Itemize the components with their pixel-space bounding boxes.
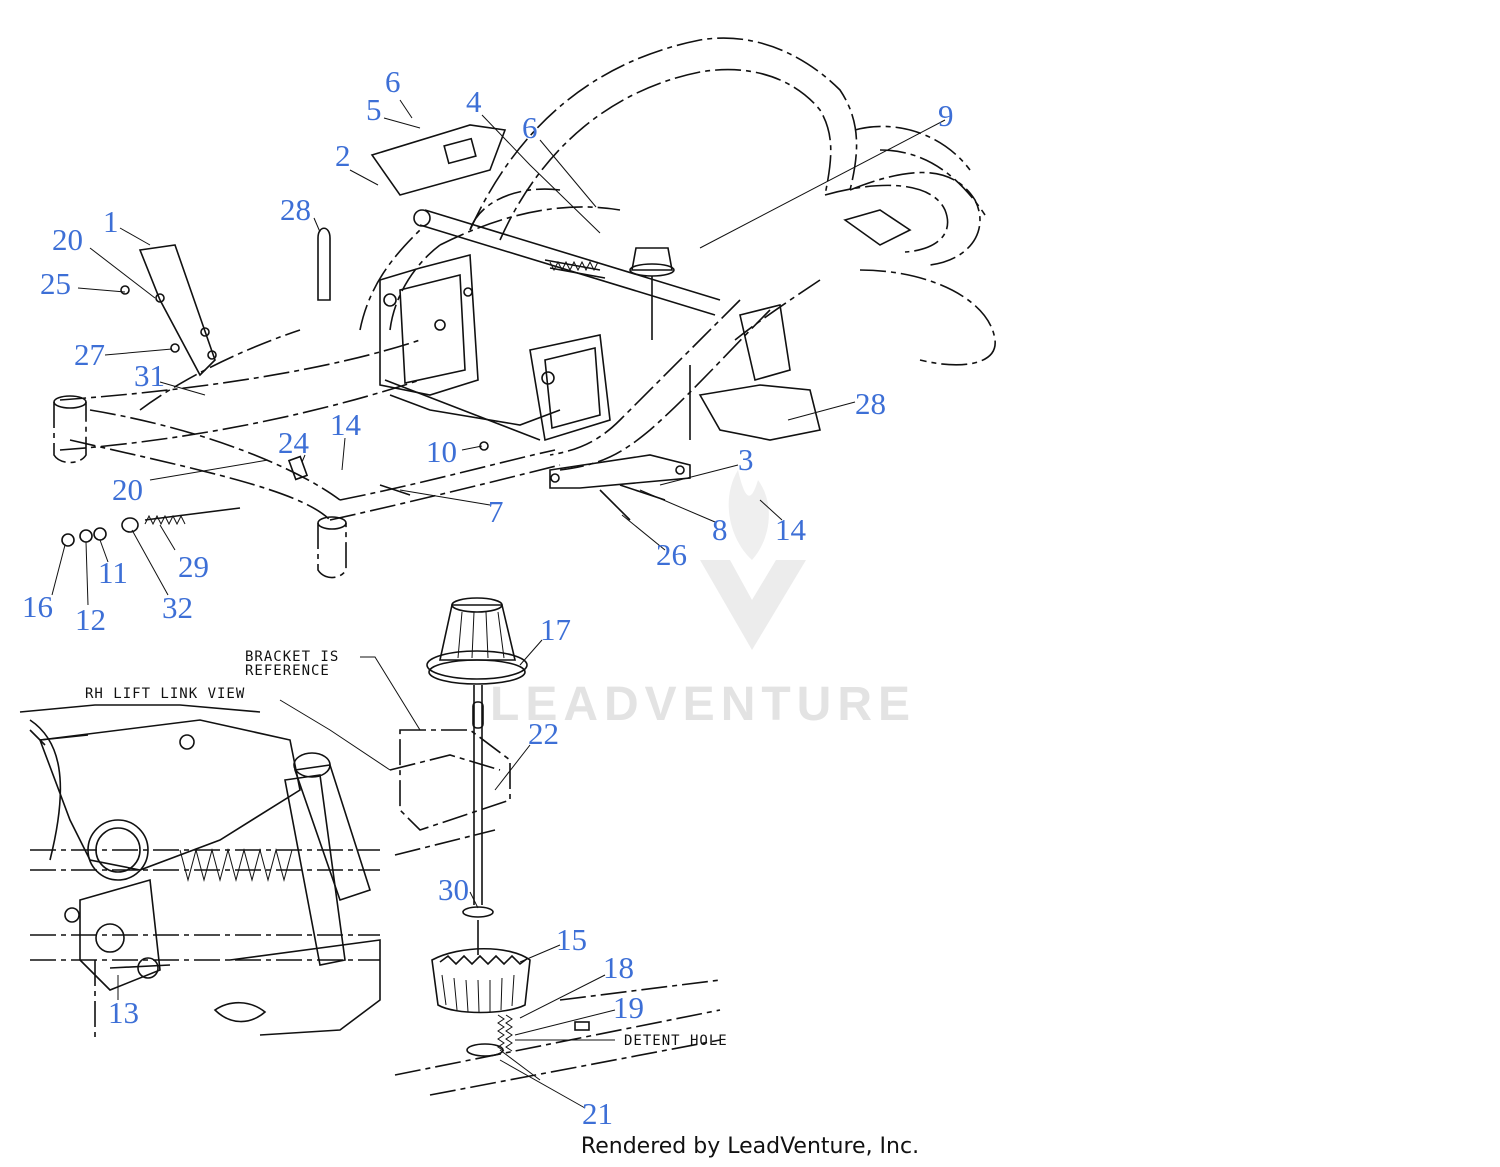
callout-25: 25 (40, 266, 71, 301)
callout-28b: 28 (855, 386, 886, 421)
note-detent-hole: DETENT HOLE (624, 1033, 728, 1049)
callout-18: 18 (603, 950, 634, 985)
callout-27: 27 (74, 337, 105, 372)
callout-19: 19 (613, 990, 644, 1025)
notes: BRACKET IS REFERENCE RH LIFT LINK VIEW D… (85, 649, 728, 1049)
callout-7: 7 (488, 494, 504, 529)
callout-16: 16 (22, 589, 53, 624)
callout-12: 12 (75, 602, 106, 637)
callout-2: 2 (335, 138, 351, 173)
callout-22: 22 (528, 716, 559, 751)
bracket-reference (279, 656, 511, 856)
callout-14a: 14 (330, 407, 362, 442)
callout-29: 29 (178, 549, 209, 584)
callout-5: 5 (366, 92, 382, 127)
callout-10: 10 (426, 434, 457, 469)
callout-30: 30 (438, 872, 469, 907)
watermark: LEADVENTURE (490, 470, 916, 731)
rh-lift-link-view (19, 704, 381, 1040)
frame-assembly (53, 37, 996, 579)
callout-4: 4 (466, 84, 482, 119)
leader-lines (51, 99, 946, 1109)
callout-11: 11 (98, 555, 128, 590)
knob-shaft-assembly (394, 597, 721, 1096)
callout-17: 17 (540, 612, 571, 647)
callout-26: 26 (656, 537, 687, 572)
note-rh-lift-link: RH LIFT LINK VIEW (85, 686, 245, 702)
footer-credit: Rendered by LeadVenture, Inc. (580, 1134, 920, 1159)
callout-9: 9 (938, 98, 954, 133)
callout-6a: 6 (385, 64, 401, 99)
callout-20b: 20 (112, 472, 143, 507)
callout-21: 21 (582, 1096, 613, 1131)
note-bracket-line2: REFERENCE (245, 663, 330, 679)
callout-32: 32 (162, 590, 193, 625)
callout-15: 15 (556, 922, 587, 957)
callout-31: 31 (134, 358, 165, 393)
callout-24: 24 (278, 425, 310, 460)
callout-13: 13 (108, 995, 139, 1030)
callout-3: 3 (738, 442, 754, 477)
callout-14b: 14 (775, 512, 807, 547)
callout-1: 1 (103, 204, 119, 239)
callout-20a: 20 (52, 222, 83, 257)
callout-8: 8 (712, 512, 728, 547)
watermark-text: LEADVENTURE (490, 678, 916, 731)
note-bracket-line1: BRACKET IS (245, 649, 339, 665)
callout-6b: 6 (522, 110, 538, 145)
callouts: 1 2 3 4 5 6 6 7 8 9 10 11 12 13 14 14 15… (22, 64, 954, 1131)
callout-28a: 28 (280, 192, 311, 227)
